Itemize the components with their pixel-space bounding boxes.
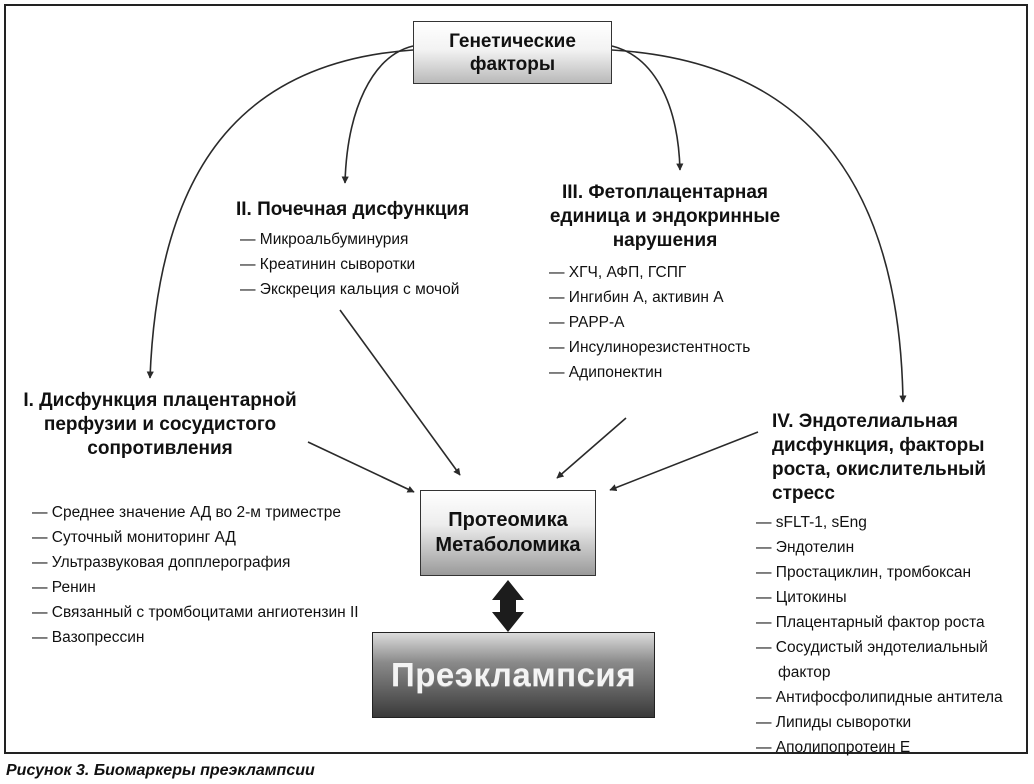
section-2-title: II. Почечная дисфункция [236, 199, 470, 220]
genetic-factors-label: Генетические факторы [449, 30, 576, 75]
section-2-list: — Микроальбуминурия — Креатинин сыворотк… [240, 227, 459, 302]
list-item: — Цитокины [756, 589, 847, 606]
list-item: — Среднее значение АД во 2-м триместре [32, 504, 341, 521]
list-item: — Ренин [32, 579, 96, 596]
list-item: — sFLT-1, sEng [756, 514, 867, 531]
proteomics-box: Протеомика Метаболомика [420, 490, 596, 576]
list-item: — Плацентарный фактор роста [756, 614, 985, 631]
list-item: — Креатинин сыворотки [240, 256, 416, 273]
list-item: — Липиды сыворотки [756, 714, 912, 731]
list-item: — Микроальбуминурия [240, 231, 409, 248]
list-item: — Сосудистый эндотелиальный [756, 639, 988, 656]
list-item: фактор [778, 664, 831, 681]
list-item: — ХГЧ, АФП, ГСПГ [549, 264, 687, 281]
list-item: — Экскреция кальция с мочой [240, 281, 460, 298]
list-item: — PAPP-A [549, 314, 625, 331]
preeclampsia-box: Преэклампсия [372, 632, 655, 718]
list-item: — Вазопрессин [32, 629, 145, 646]
list-item: — Антифосфолипидные антитела [756, 689, 1003, 706]
list-item: — Адипонектин [549, 364, 663, 381]
list-item: — Инсулинорезистентность [549, 339, 751, 356]
proteomics-label: Протеомика Метаболомика [435, 509, 581, 556]
section-3-list: — ХГЧ, АФП, ГСПГ — Ингибин А, активин А … [549, 260, 750, 385]
preeclampsia-label: Преэклампсия [391, 656, 636, 693]
section-1-title: I. Дисфункция плацентарной перфузии и со… [23, 390, 297, 459]
section-4-list: — sFLT-1, sEng — Эндотелин — Простацикли… [756, 510, 1003, 760]
section-3-title: III. Фетоплацентарная единица и эндокрин… [549, 182, 781, 251]
figure-caption: Рисунок 3. Биомаркеры преэклампсии [6, 762, 315, 779]
list-item: — Связанный с тромбоцитами ангиотензин I… [32, 604, 359, 621]
list-item: — Ингибин А, активин А [549, 289, 724, 306]
list-item: — Суточный мониторинг АД [32, 529, 236, 546]
list-item: — Простациклин, тромбоксан [756, 564, 972, 581]
section-1-list: — Среднее значение АД во 2-м триместре —… [32, 500, 359, 650]
list-item: — Ультразвуковая допплерография [32, 554, 291, 571]
list-item: — Аполипопротеин Е [756, 739, 911, 756]
list-item: — Эндотелин [756, 539, 855, 556]
genetic-factors-box: Генетические факторы [413, 21, 612, 84]
section-4-title: IV. Эндотелиальная дисфункция, факторы р… [772, 411, 987, 504]
